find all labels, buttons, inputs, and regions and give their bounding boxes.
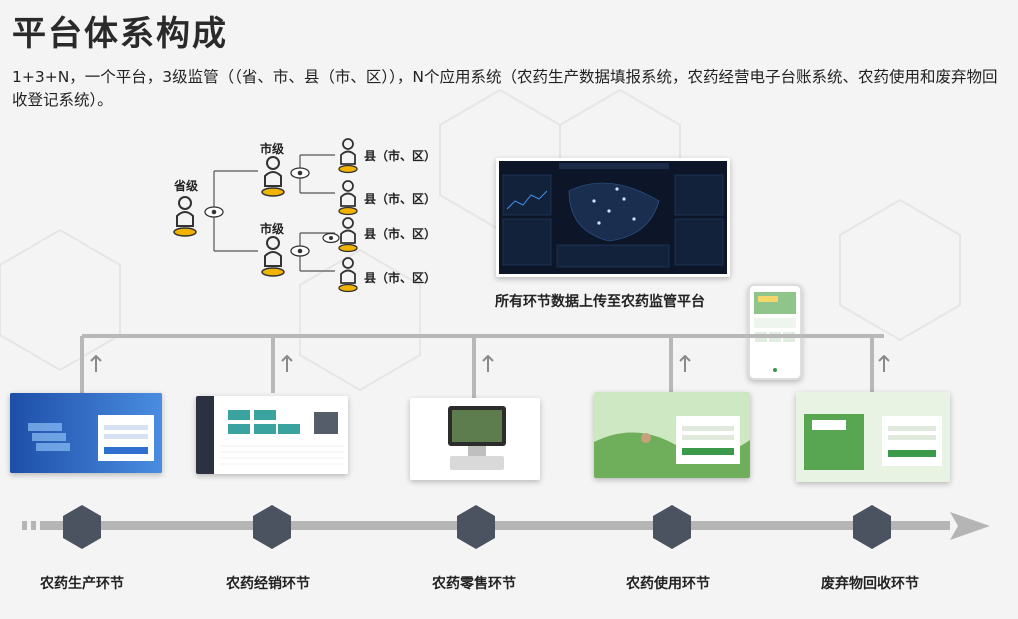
person-icon (338, 180, 358, 216)
up-arrow-icon (90, 355, 102, 372)
retail-pos-terminal-image (410, 398, 540, 480)
description-text: 1+3+N，一个平台，3级监管（（省、市、县（市、区）），N个应用系统（农药生产… (12, 68, 998, 109)
stage-node-hexagon (853, 505, 891, 549)
city-label-upper: 市级 (260, 142, 285, 156)
eye-icon (204, 206, 224, 218)
person-icon (338, 138, 358, 174)
up-arrow-icon (878, 355, 890, 372)
person-icon (261, 156, 285, 197)
stage-node-hexagon (457, 505, 495, 549)
up-arrow-icon (482, 355, 494, 372)
person-icon (261, 236, 285, 277)
stage-label-usage: 农药使用环节 (626, 576, 710, 592)
distribution-system-screenshot (196, 396, 348, 474)
eye-icon (290, 167, 310, 179)
county-label: 县（市、区） (364, 227, 437, 241)
recycling-system-screenshot (796, 392, 950, 482)
county-label: 县（市、区） (364, 271, 437, 285)
stage-label-retail: 农药零售环节 (432, 576, 516, 592)
stage-node-hexagon (653, 505, 691, 549)
upload-platform-label: 所有环节数据上传至农药监管平台 (495, 294, 705, 310)
province-label: 省级 (174, 179, 199, 193)
stage-label-recycling: 废弃物回收环节 (821, 576, 919, 592)
page-title: 平台体系构成 (12, 14, 228, 54)
county-label: 县（市、区） (364, 149, 437, 163)
city-label-lower: 市级 (260, 222, 285, 236)
stage-node-hexagon (63, 505, 101, 549)
person-icon (338, 217, 358, 253)
stage-node-hexagon (253, 505, 291, 549)
person-icon (338, 257, 358, 293)
stage-label-distribution: 农药经销环节 (226, 576, 310, 592)
up-arrow-icon (281, 355, 293, 372)
person-icon (173, 196, 197, 237)
eye-icon (322, 232, 340, 244)
eye-icon (290, 245, 310, 257)
up-arrow-icon (679, 355, 691, 372)
stage-label-production: 农药生产环节 (40, 576, 124, 592)
monitoring-dashboard-screenshot (496, 158, 730, 277)
mobile-app-screenshot (748, 284, 802, 380)
county-label: 县（市、区） (364, 192, 437, 206)
usage-system-screenshot (594, 392, 750, 478)
production-system-screenshot (10, 393, 162, 473)
